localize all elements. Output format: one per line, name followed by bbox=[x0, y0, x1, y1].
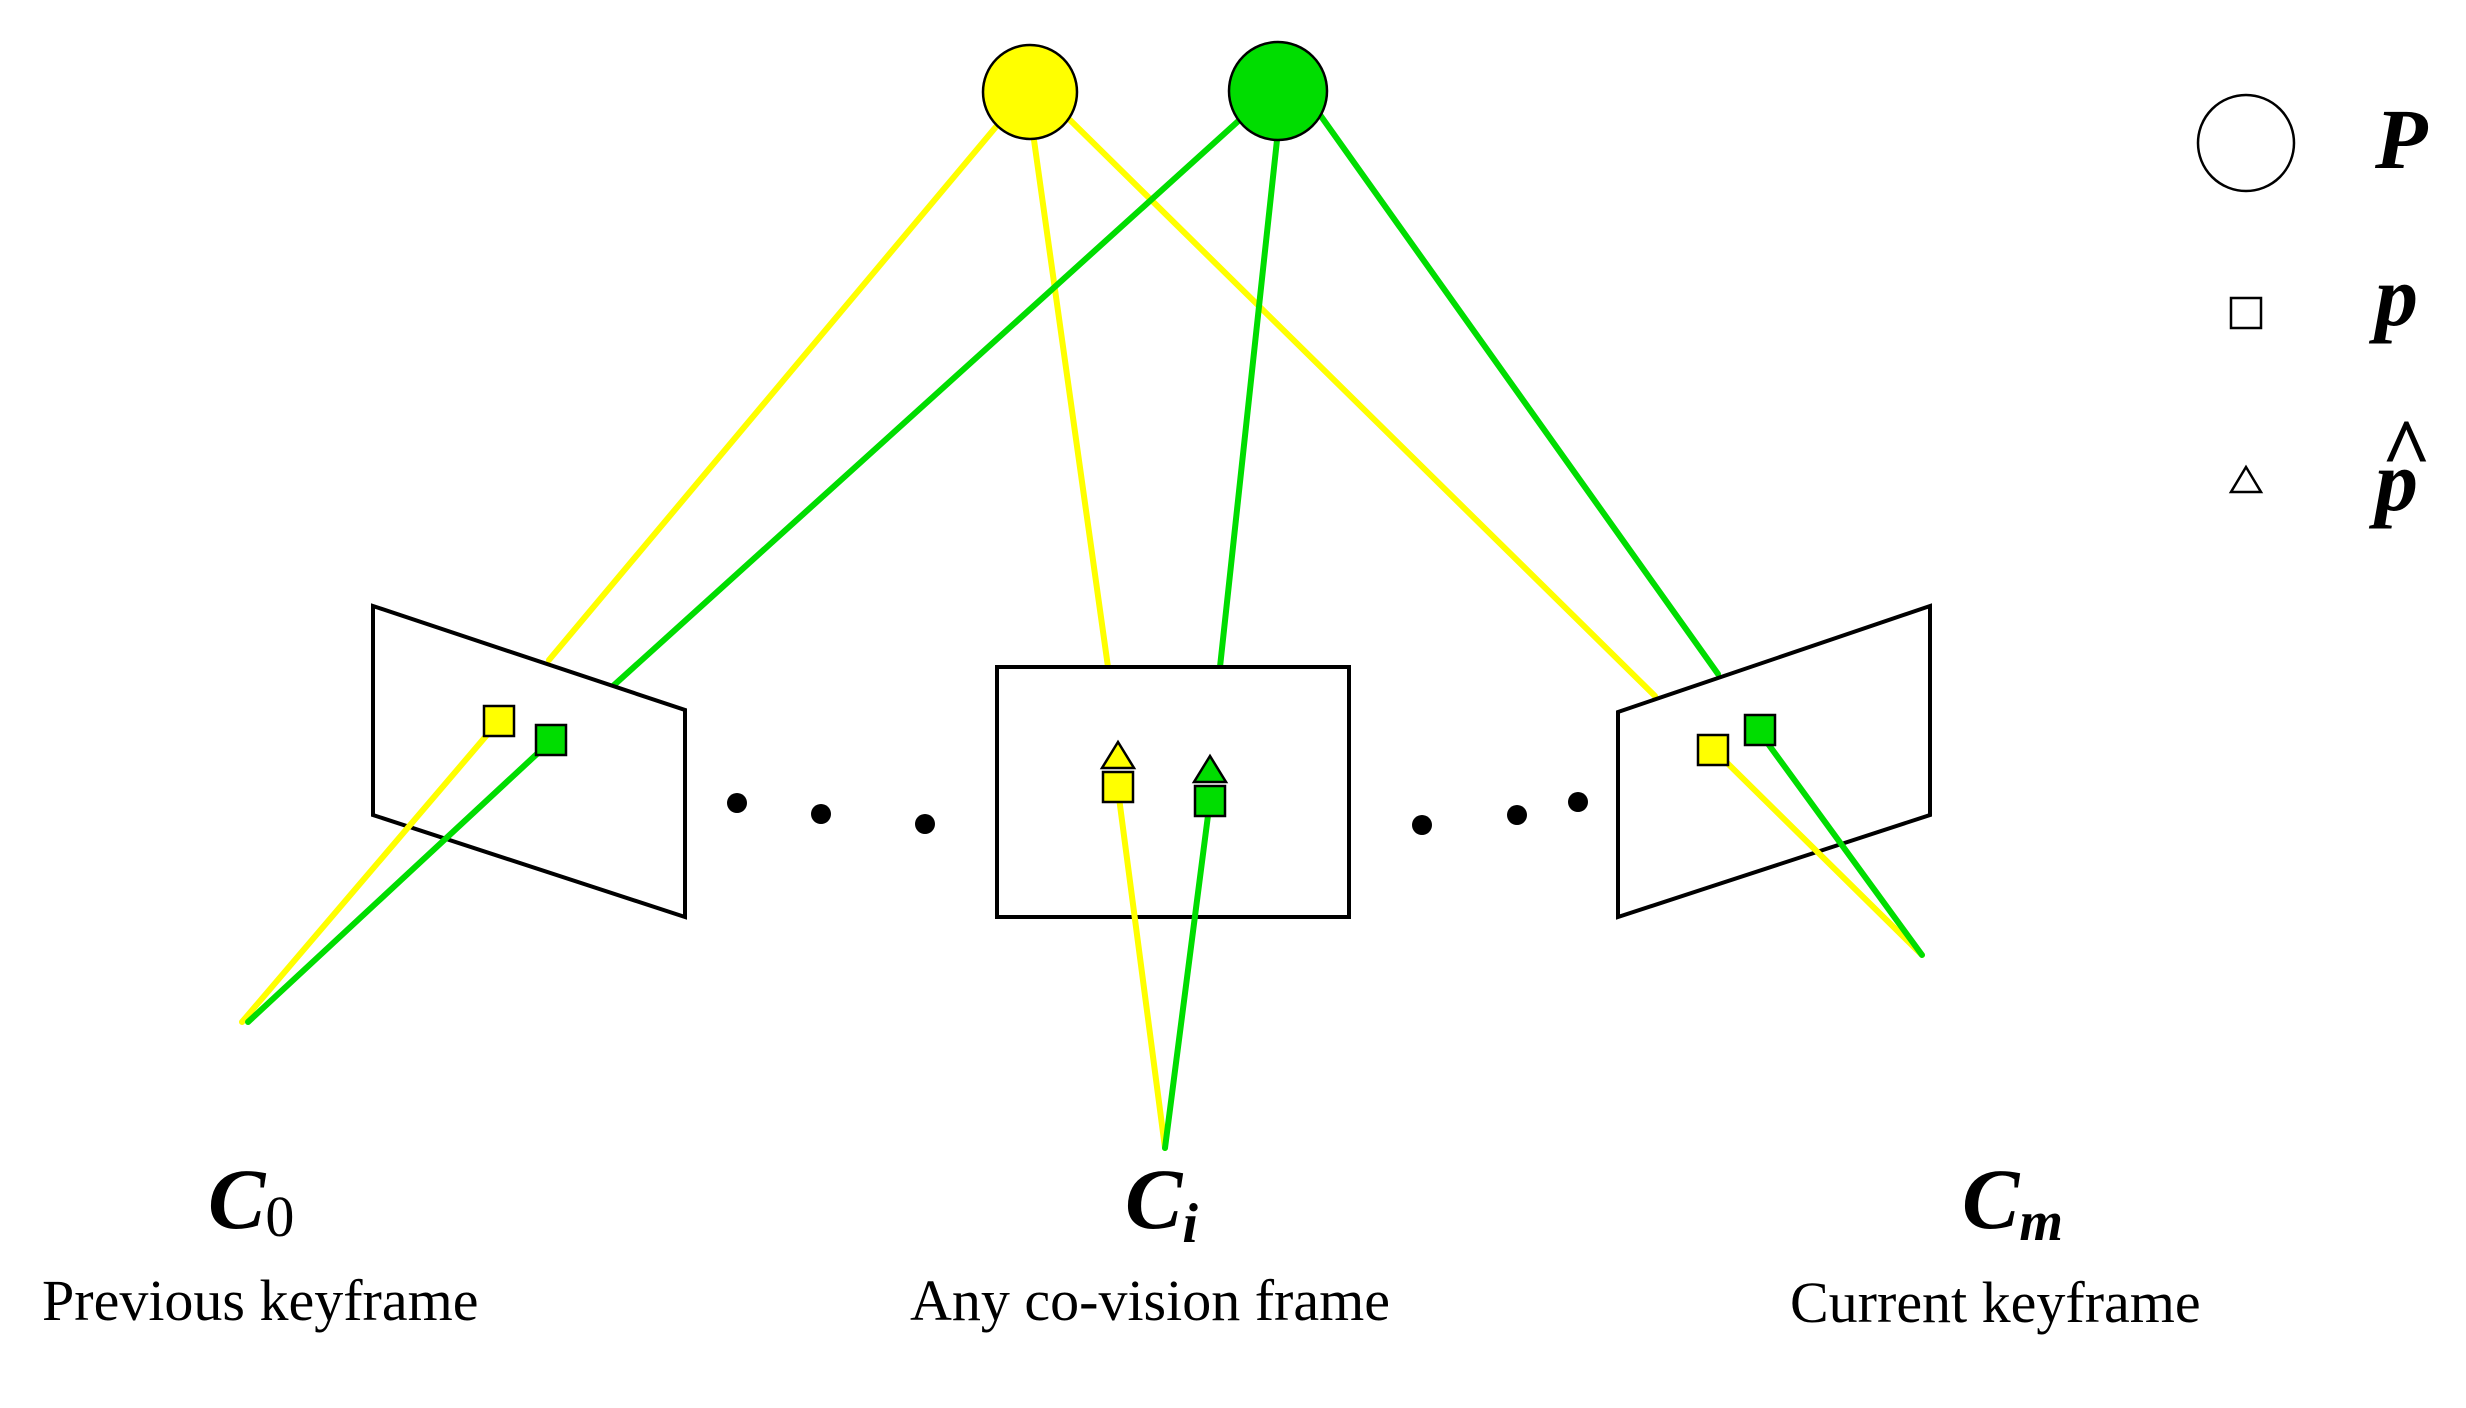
observation-green-ci bbox=[1193, 784, 1227, 818]
image-plane-ci bbox=[995, 665, 1351, 919]
legend-triangle-icon bbox=[2228, 464, 2264, 494]
upper-rays bbox=[546, 109, 1721, 699]
map-point-yellow bbox=[981, 43, 1079, 141]
legend-label-reprojection-hat: ^ bbox=[2381, 401, 2430, 497]
legend-label-reprojection: p bbox=[2368, 433, 2418, 529]
legend-square-icon bbox=[2229, 296, 2263, 330]
ellipsis-dot bbox=[915, 814, 935, 834]
ray-green-ci-center bbox=[1162, 797, 1213, 1151]
ellipsis-dot bbox=[1568, 792, 1588, 812]
ray-yellow-cm-center bbox=[1709, 745, 1925, 958]
ellipsis-dot bbox=[1507, 805, 1527, 825]
map-point-green bbox=[1227, 40, 1329, 142]
camera-label-ci: Ci bbox=[1125, 1151, 1198, 1255]
camera-label-cm: Cm bbox=[1962, 1151, 2063, 1253]
observation-yellow-cm bbox=[1696, 733, 1730, 767]
ray-green-c0-center bbox=[245, 737, 555, 1025]
ray-yellow-ci-center bbox=[1115, 787, 1168, 1151]
ray-yellow-c0-center bbox=[239, 719, 501, 1025]
camera-label-c0: C0 bbox=[208, 1151, 294, 1249]
legend-label-map-point: P bbox=[2374, 91, 2429, 187]
image-plane-cm bbox=[1616, 603, 1932, 920]
camera-caption-cm: Current keyframe bbox=[1790, 1270, 2201, 1335]
camera-caption-c0: Previous keyframe bbox=[42, 1268, 478, 1333]
ellipsis-dot bbox=[1412, 815, 1432, 835]
observation-green-cm bbox=[1743, 713, 1777, 747]
ray-yellow-to-ci bbox=[1031, 137, 1111, 670]
camera-caption-ci: Any co-vision frame bbox=[910, 1268, 1390, 1333]
observation-green-c0 bbox=[534, 723, 568, 757]
legend: P p ^ p bbox=[2196, 91, 2430, 529]
lower-rays bbox=[239, 719, 1925, 1151]
ray-yellow-to-c0 bbox=[546, 119, 1003, 663]
legend-label-observation: p bbox=[2368, 248, 2418, 344]
legend-circle-icon bbox=[2196, 93, 2296, 193]
ray-yellow-to-cm bbox=[1067, 117, 1658, 699]
reprojection-yellow-ci bbox=[1099, 739, 1137, 770]
ray-green-to-ci bbox=[1217, 137, 1280, 670]
ray-green-cm-center bbox=[1755, 727, 1925, 958]
ellipsis-left bbox=[727, 793, 935, 834]
ray-green-to-c0 bbox=[610, 112, 1248, 689]
ellipsis-dot bbox=[727, 793, 747, 813]
ray-green-to-cm bbox=[1315, 109, 1721, 677]
observation-yellow-c0 bbox=[482, 704, 516, 738]
ellipsis-right bbox=[1412, 792, 1588, 835]
ellipsis-dot bbox=[811, 804, 831, 824]
observation-yellow-ci bbox=[1101, 770, 1135, 804]
reprojection-green-ci bbox=[1191, 753, 1229, 784]
